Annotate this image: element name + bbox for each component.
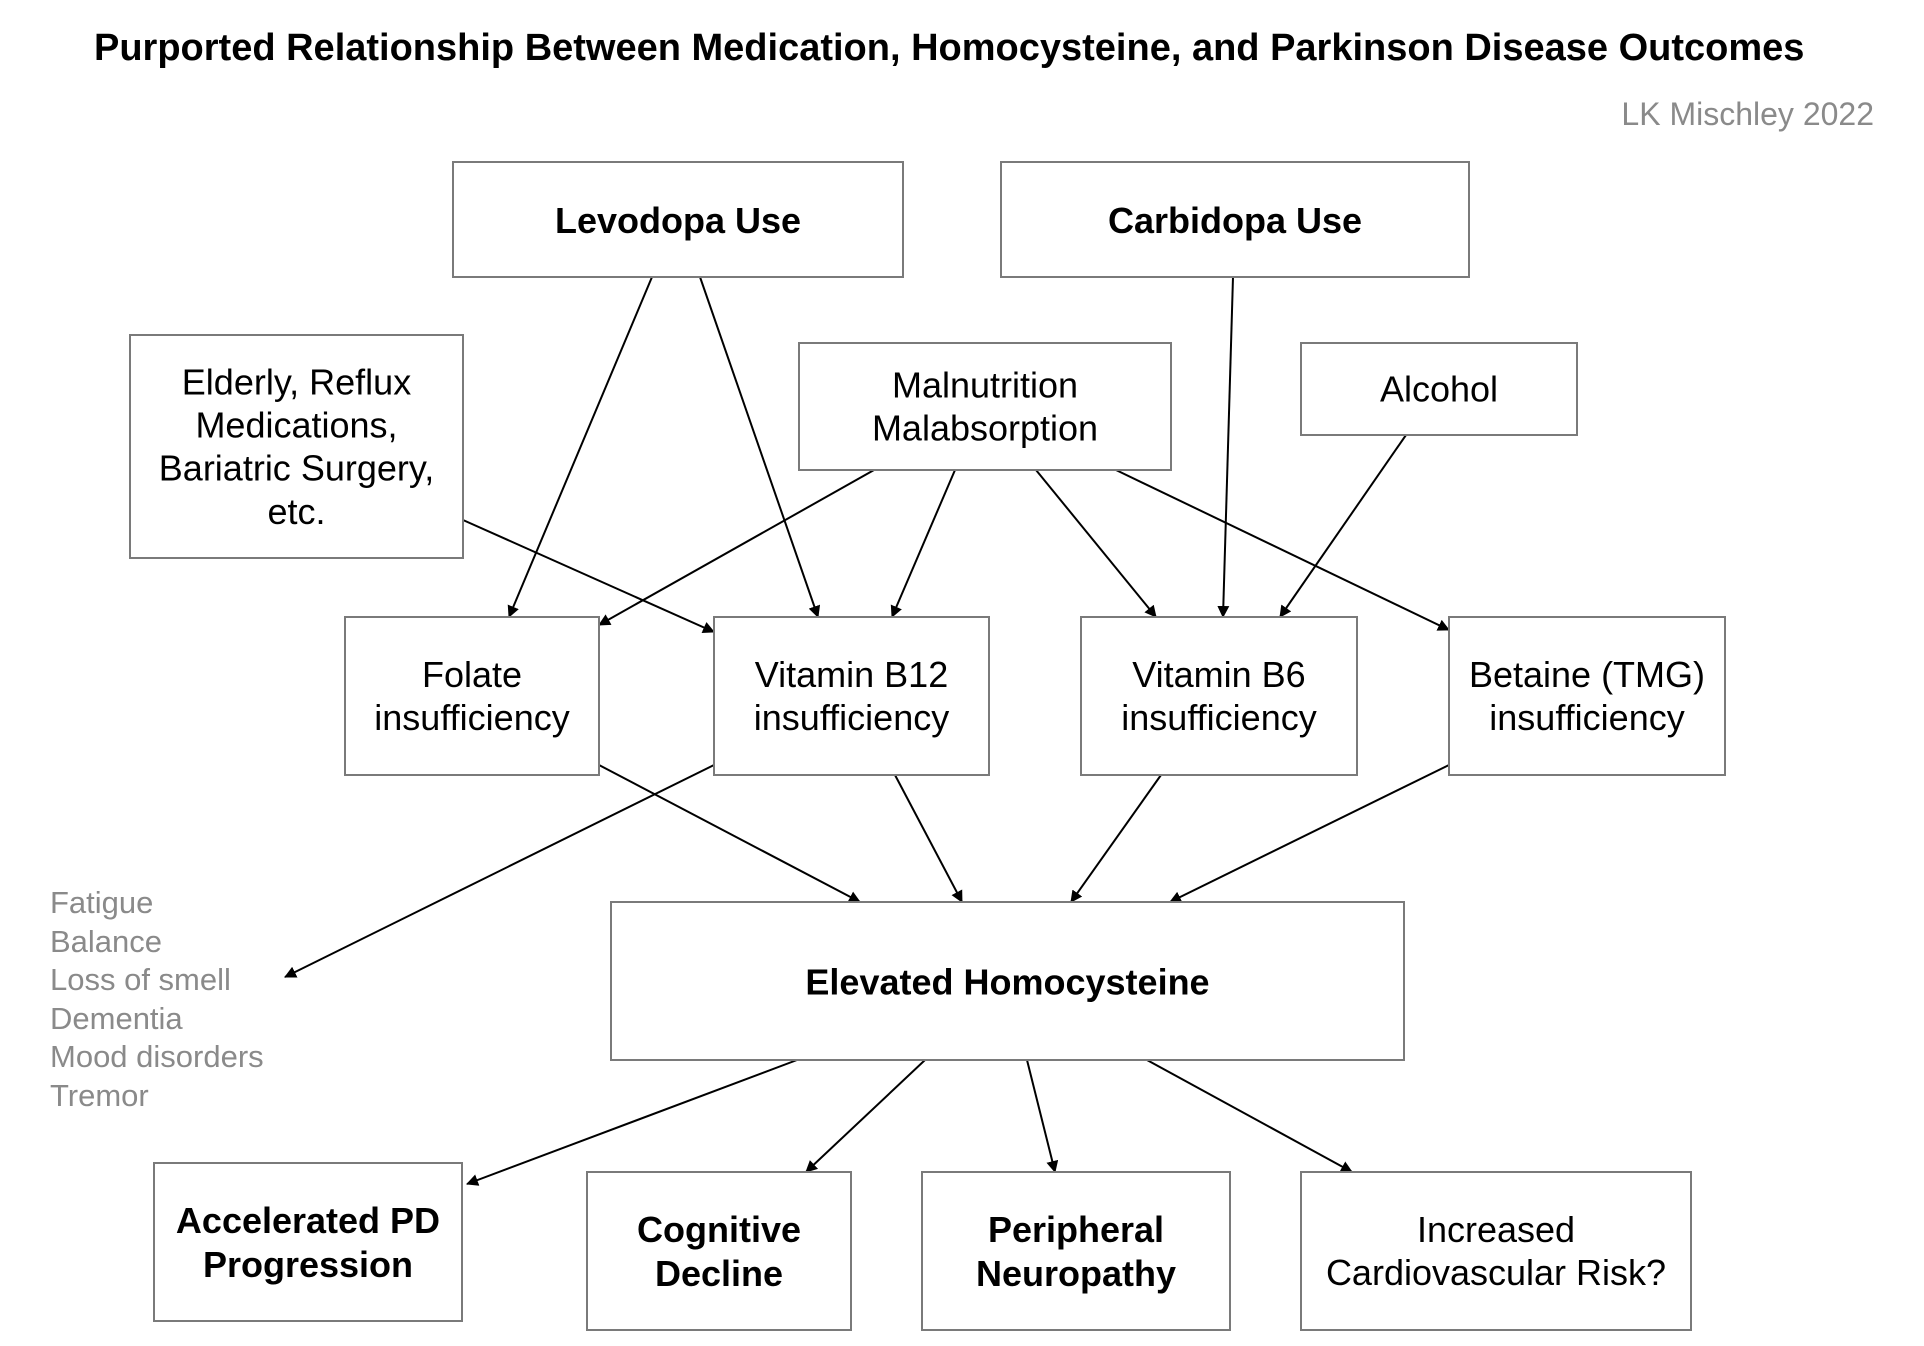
- arrow-malnutrition-to-b6: [1035, 469, 1157, 618]
- arrow-b6-to-homocysteine: [1070, 774, 1162, 903]
- symptom-item: Balance: [50, 924, 162, 959]
- node-box: [452, 161, 904, 278]
- node-label: Malabsorption: [872, 408, 1098, 449]
- node-label: Folate: [422, 654, 522, 695]
- symptom-list: Fatigue Balance Loss of smell Dementia M…: [50, 885, 264, 1113]
- symptom-item: Loss of smell: [50, 962, 231, 997]
- node-alcohol: Alcohol: [1300, 342, 1578, 436]
- arrow-levodopa-to-b12: [699, 276, 821, 618]
- diagram-title: Purported Relationship Between Medicatio…: [94, 27, 1804, 69]
- node-box: [586, 1171, 852, 1331]
- node-box: [1000, 161, 1470, 278]
- node-label: Malnutrition: [892, 365, 1078, 406]
- arrow-malnutrition-to-b12: [890, 469, 956, 618]
- symptom-item: Tremor: [50, 1078, 149, 1113]
- node-label: Levodopa Use: [555, 200, 801, 241]
- node-label: Vitamin B6: [1132, 654, 1305, 695]
- node-label: Betaine (TMG): [1469, 654, 1705, 695]
- arrow-malnutrition-to-folate: [598, 469, 875, 626]
- symptom-item: Mood disorders: [50, 1039, 264, 1074]
- arrow-homocysteine-to-cognitive: [805, 1059, 926, 1173]
- node-label: Accelerated PD: [176, 1200, 440, 1241]
- arrow-alcohol-to-b6: [1279, 434, 1407, 618]
- node-label: insufficiency: [1121, 697, 1316, 738]
- node-label: insufficiency: [754, 697, 949, 738]
- node-label: Neuropathy: [976, 1253, 1176, 1294]
- edges-layer: [284, 276, 1450, 1186]
- node-levodopa: Levodopa Use: [452, 161, 904, 278]
- node-box: [344, 616, 600, 776]
- node-box: [921, 1171, 1231, 1331]
- node-label: Progression: [203, 1244, 413, 1285]
- node-box: [798, 342, 1172, 471]
- node-label: Medications,: [195, 405, 397, 446]
- arrow-homocysteine-to-neuropathy: [1026, 1059, 1059, 1173]
- node-box: [1300, 342, 1578, 436]
- arrow-homocysteine-to-cardio: [1146, 1059, 1353, 1173]
- arrow-betaine-to-homocysteine: [1169, 764, 1450, 903]
- node-label: insufficiency: [374, 697, 569, 738]
- node-homocysteine: Elevated Homocysteine: [610, 901, 1405, 1061]
- node-label: etc.: [267, 491, 325, 532]
- arrow-levodopa-to-folate: [507, 276, 653, 618]
- arrow-b12-to-symptoms: [284, 764, 715, 978]
- node-box: [153, 1162, 463, 1322]
- node-label: Decline: [655, 1253, 783, 1294]
- symptom-item: Dementia: [50, 1001, 183, 1036]
- node-box: [1300, 1171, 1692, 1331]
- arrow-elderly-to-b12: [462, 519, 715, 633]
- node-label: Bariatric Surgery,: [159, 448, 434, 489]
- node-label: Increased: [1417, 1209, 1575, 1250]
- node-label: Vitamin B12: [755, 654, 948, 695]
- arrow-b12-to-homocysteine: [894, 774, 963, 903]
- node-box: [1080, 616, 1358, 776]
- node-box: [610, 901, 1405, 1061]
- node-carbidopa: Carbidopa Use: [1000, 161, 1470, 278]
- symptom-item: Fatigue: [50, 885, 153, 920]
- node-betaine: Betaine (TMG)insufficiency: [1448, 616, 1726, 776]
- node-label: Elderly, Reflux: [182, 361, 411, 402]
- arrow-folate-to-homocysteine: [598, 764, 861, 903]
- arrow-malnutrition-to-betaine: [1115, 469, 1450, 631]
- node-label: Cardiovascular Risk?: [1326, 1252, 1666, 1293]
- node-box: [1448, 616, 1726, 776]
- node-label: insufficiency: [1489, 697, 1684, 738]
- node-label: Carbidopa Use: [1108, 200, 1362, 241]
- node-box: [129, 334, 464, 559]
- node-label: Alcohol: [1380, 369, 1498, 410]
- arrow-homocysteine-to-pd: [466, 1059, 798, 1186]
- node-label: Peripheral: [988, 1209, 1164, 1250]
- node-label: Cognitive: [637, 1209, 801, 1250]
- arrow-carbidopa-to-b6: [1217, 276, 1234, 618]
- node-box: [713, 616, 990, 776]
- node-label: Elevated Homocysteine: [805, 961, 1209, 1002]
- author-credit: LK Mischley 2022: [1621, 96, 1874, 132]
